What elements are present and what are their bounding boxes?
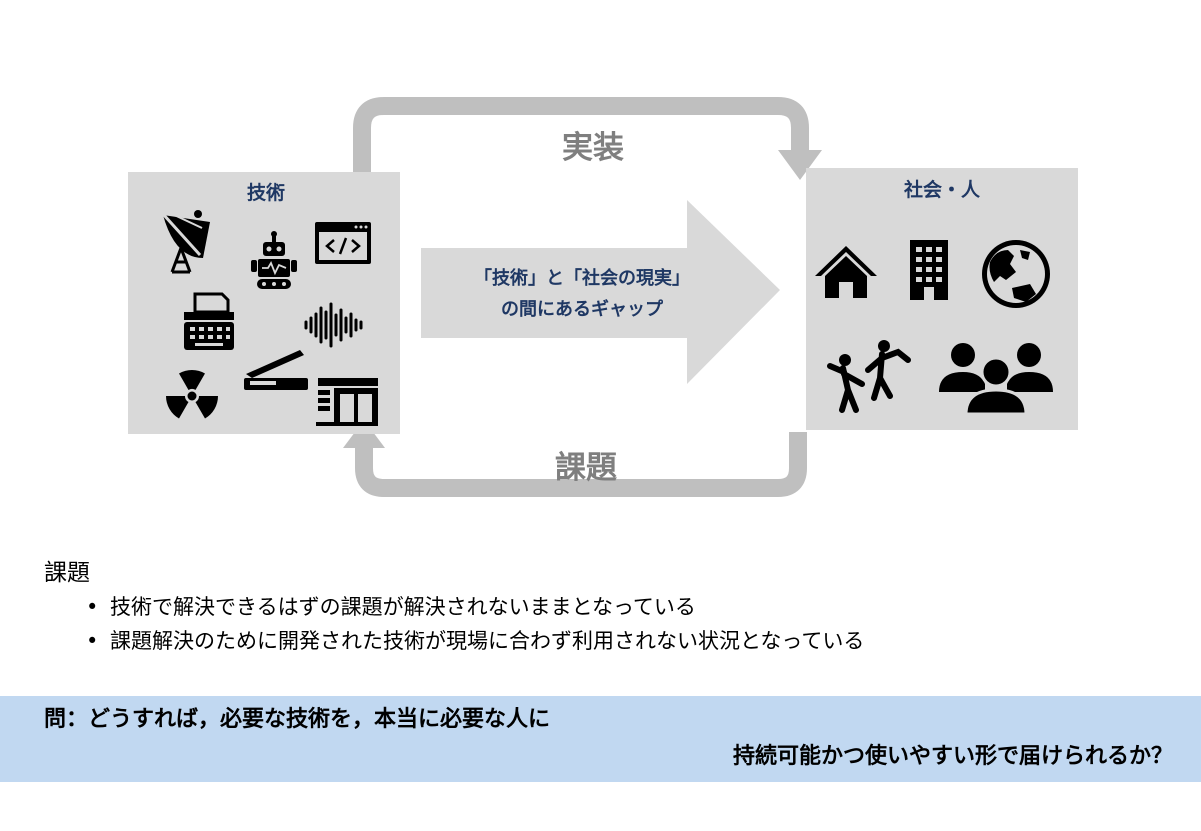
radiation-icon [166, 370, 218, 419]
building-icon [910, 240, 948, 300]
typewriter-icon [184, 292, 234, 350]
issue-label: 課題 [555, 450, 617, 486]
fax-machine-icon [316, 378, 378, 426]
gap-diagram: 実装 課題 技術 [128, 97, 1078, 497]
question-band: 問：どうすれば，必要な技術を，本当に必要な人に 持続可能かつ使いやすい形で届けら… [0, 696, 1201, 782]
implementation-label: 実装 [562, 130, 624, 166]
robot-icon [251, 231, 297, 289]
scanner-icon [244, 350, 308, 390]
code-window-icon [315, 222, 371, 264]
issues-title: 課題 [44, 560, 90, 586]
society-box-title: 社会・人 [903, 178, 981, 201]
issues-list: • 技術で解決できるはずの課題が解決されないままとなっている • 課題解決のために開… [44, 590, 1184, 658]
question-line-2: 持続可能かつ使いやすい形で届けられるか？ [732, 744, 1173, 769]
list-item: • 課題解決のために開発された技術が現場に合わず利用されない状況となっている [86, 624, 1184, 658]
dancing-people-icon [827, 340, 911, 413]
question-line-1: 問：どうすれば，必要な技術を，本当に必要な人に [44, 707, 551, 732]
issue-text: 技術で解決できるはずの課題が解決されないままとなっている [110, 595, 696, 619]
sound-wave-icon [304, 302, 363, 348]
list-item: • 技術で解決できるはずの課題が解決されないままとなっている [86, 590, 1184, 624]
gap-arrow-line2: の間にあるギャップ [501, 298, 664, 320]
satellite-dish-icon [161, 210, 210, 274]
bullet-icon: • [86, 595, 99, 619]
people-group-icon [939, 343, 1053, 416]
bullet-icon: • [86, 629, 99, 653]
technology-box-title: 技術 [247, 181, 285, 204]
gap-arrow [421, 200, 780, 384]
house-icon [815, 246, 877, 298]
globe-icon [982, 240, 1050, 308]
issue-text: 課題解決のために開発された技術が現場に合わず利用されない状況となっている [110, 629, 865, 653]
issues-section: 課題 • 技術で解決できるはずの課題が解決されないままとなっている • 課題解決のた… [44, 556, 1184, 658]
gap-arrow-line1: 「技術」と「社会の現実」 [474, 267, 690, 289]
implementation-arrow [353, 97, 822, 180]
